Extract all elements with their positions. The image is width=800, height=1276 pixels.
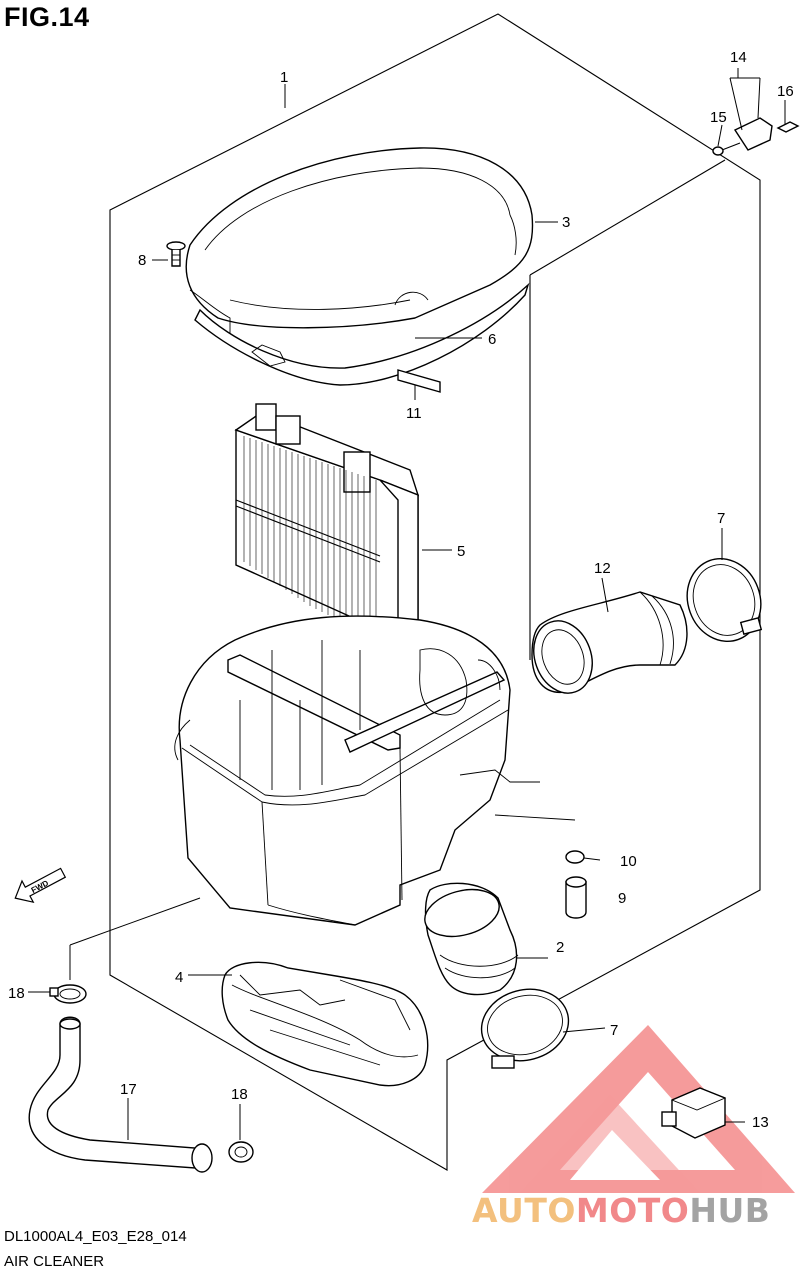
assembly-outline-box — [109, 13, 761, 1171]
figure-title: FIG.14 — [4, 2, 90, 32]
callout-10: 10 — [620, 853, 637, 870]
watermark-part-hub: HUB — [689, 1191, 771, 1230]
callout-4: 4 — [175, 969, 183, 986]
cap-seal-gasket — [194, 282, 530, 386]
callout-1: 1 — [280, 69, 288, 86]
watermark-part-moto: MOTO — [575, 1191, 690, 1230]
drain-cap — [565, 876, 587, 919]
hose-clamp-upper — [686, 557, 763, 643]
forward-direction-arrow: FWD — [14, 867, 67, 904]
callout-15: 15 — [710, 109, 727, 126]
callout-7-lower: 7 — [610, 1022, 618, 1039]
callout-7-upper: 7 — [717, 510, 725, 527]
callout-18-upper: 18 — [8, 985, 25, 1002]
intake-duct — [531, 591, 688, 694]
outlet-joint — [424, 882, 519, 996]
hose-clip-lower — [228, 1141, 254, 1163]
callout-3: 3 — [562, 214, 570, 231]
connector-block — [661, 1087, 727, 1139]
callout-6: 6 — [488, 331, 496, 348]
callout-11: 11 — [406, 405, 422, 422]
callout-8: 8 — [138, 252, 146, 269]
watermark-part-auto: AUTO — [472, 1191, 576, 1230]
callout-2: 2 — [556, 939, 564, 956]
callout-17: 17 — [120, 1081, 137, 1098]
figure-name: AIR CLEANER — [4, 1253, 105, 1270]
grommet-ring — [565, 850, 601, 864]
watermark-wordmark: AUTOMOTOHUB — [472, 1191, 770, 1230]
callout-13: 13 — [752, 1114, 769, 1131]
leader-lines — [28, 68, 786, 1140]
callout-labels: 1 2 3 4 5 6 7 7 8 9 10 11 12 13 14 15 16… — [8, 49, 794, 1131]
callout-18-lower: 18 — [231, 1086, 248, 1103]
cap-screw — [166, 241, 186, 267]
hose-clamp-lower — [480, 988, 570, 1069]
hose-clip-upper — [49, 984, 87, 1004]
callout-9: 9 — [618, 890, 626, 907]
air-filter-element — [234, 403, 420, 641]
air-cleaner-cap — [185, 147, 534, 338]
callout-14: 14 — [730, 49, 747, 66]
air-cleaner-case — [174, 615, 576, 926]
resonator-box — [221, 961, 429, 1087]
callout-5: 5 — [457, 543, 465, 560]
drain-hose — [28, 1016, 213, 1173]
watermark-logo-mark — [482, 1025, 795, 1193]
figure-code: DL1000AL4_E03_E28_014 — [4, 1228, 187, 1245]
intake-air-temp-sensor — [712, 117, 800, 156]
callout-16: 16 — [777, 83, 794, 100]
callout-12: 12 — [594, 560, 611, 577]
drain-strip — [397, 369, 441, 393]
